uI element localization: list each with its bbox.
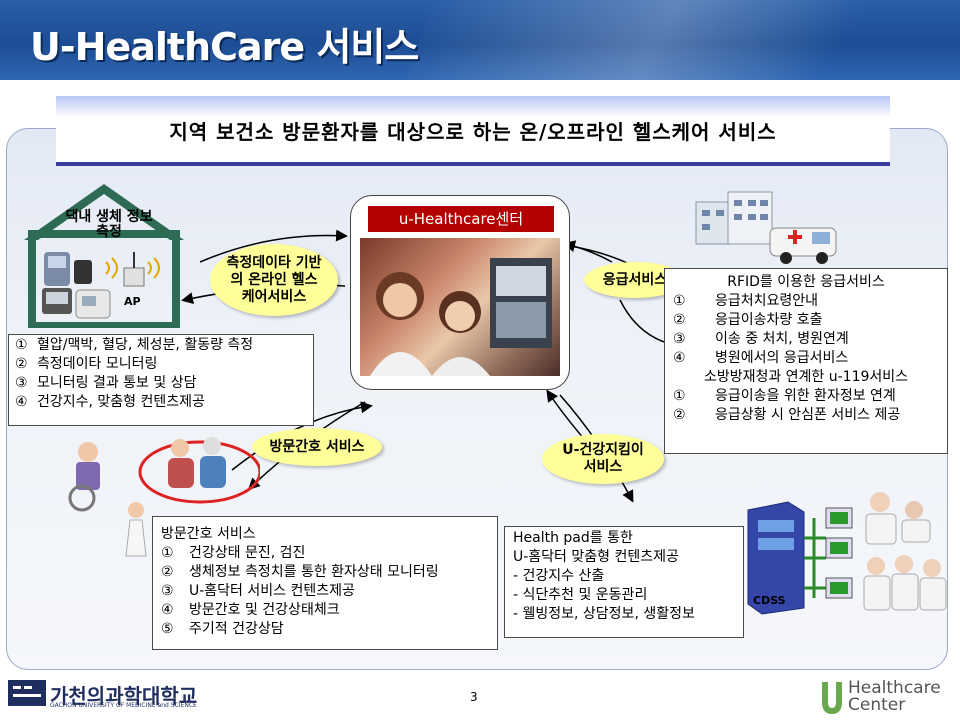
healthpad-line: - 웰빙정보, 상담정보, 생활정보 (513, 606, 695, 622)
healthpad-line: - 건강지수 산출 (513, 568, 605, 584)
university-name: 가천의과학대학교 (50, 684, 198, 708)
brand-name-line2: Center (848, 695, 906, 715)
subtitle-text: 지역 보건소 방문환자를 대상으로 하는 온/오프라인 헬스케어 서비스 (169, 120, 777, 144)
healthpad-line: U-홈닥터 맞춤형 컨텐츠제공 (513, 549, 679, 565)
visit-nursing-ellipse: 방문간호 서비스 (252, 428, 382, 466)
subtitle-banner: 지역 보건소 방문환자를 대상으로 하는 온/오프라인 헬스케어 서비스 (56, 96, 890, 166)
university-logo-icon (8, 680, 46, 706)
center-label: u-Healthcare센터 (368, 206, 554, 232)
emergency-label: 응급서비스 (602, 271, 668, 288)
cdss-network-illustration (747, 492, 947, 615)
page-number: 3 (470, 690, 478, 704)
title-bar (0, 0, 960, 80)
university-name-en: GACHON UNIVERSITY OF MEDICINE and SCIENC… (50, 702, 197, 709)
home-measure-label: 댁내 생체 정보 측정 (65, 209, 153, 240)
healthpad-line: Health pad를 통한 (513, 530, 633, 546)
uhealthcare-logo-icon (822, 682, 842, 714)
arrow-visit-to-center (231, 401, 373, 471)
emergency-box-subtitle: 소방방재청과 연계한 u-119서비스 (703, 369, 909, 385)
house-icon (24, 184, 184, 328)
arrow-home-to-center (199, 229, 348, 263)
health-guardian-ellipse: U-건강지킴이 서비스 (542, 434, 664, 484)
healthpad-box: Health pad를 통한 U-홈닥터 맞춤형 컨텐츠제공 - 건강지수 산출… (504, 526, 744, 638)
visit-box-title: 방문간호 서비스 (161, 526, 256, 542)
visit-nursing-illustration (68, 437, 260, 557)
ap-label: AP (124, 295, 141, 308)
cdss-label: CDSS (753, 594, 786, 607)
brand-name-line1: Healthcare (848, 678, 941, 698)
hospital-ambulance-icon (695, 191, 837, 264)
online-service-label: 측정데이타 기반의 온라인 헬스케어서비스 (226, 254, 322, 305)
call-center-photo (360, 238, 560, 376)
page-title: U-HealthCare 서비스 (30, 25, 419, 69)
health-guardian-label: U-건강지킴이 서비스 (562, 442, 644, 475)
visit-nursing-label: 방문간호 서비스 (269, 438, 365, 455)
operator-figures (370, 258, 552, 376)
emergency-box-title: RFID를 이용한 응급서비스 (727, 274, 885, 290)
healthpad-line: - 식단추천 및 운동관리 (513, 587, 648, 603)
online-service-ellipse: 측정데이타 기반의 온라인 헬스케어서비스 (210, 244, 338, 316)
